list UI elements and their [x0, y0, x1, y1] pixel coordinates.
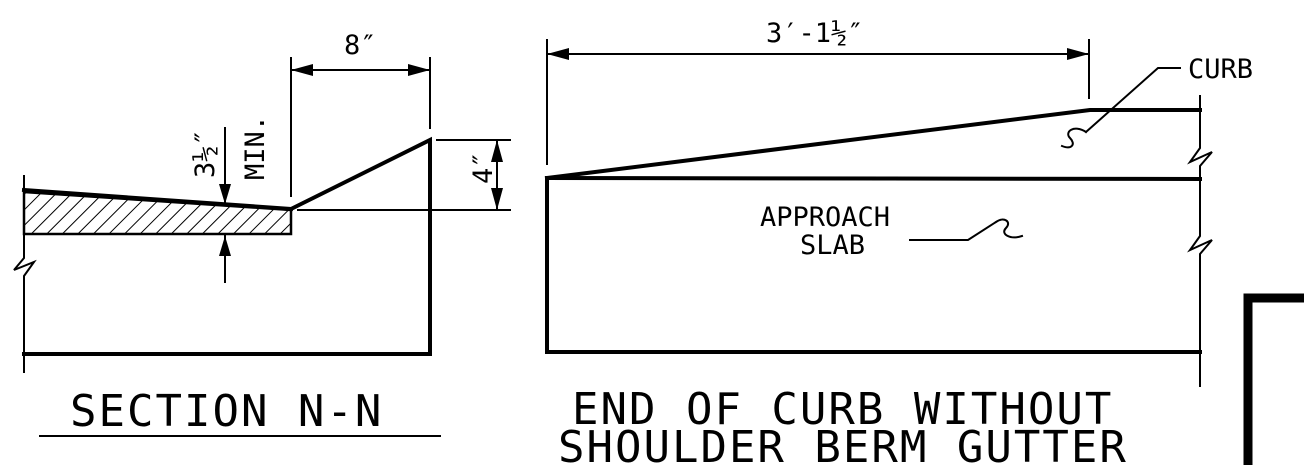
left-break-line [13, 175, 37, 373]
curb-slope-line [288, 136, 432, 356]
section-nn-detail [13, 57, 511, 437]
slab-leader-squiggle [994, 218, 1024, 239]
dim-label-4: 4″ [468, 151, 499, 184]
slab-label-line2: SLAB [800, 230, 865, 261]
curb-end-detail [544, 39, 1213, 387]
curb-end-title-line1: END OF CURB WITHOUT [572, 384, 1113, 435]
arrow-depth-top [219, 184, 231, 204]
partial-frame-border [1243, 293, 1304, 465]
surface-line [21, 187, 294, 212]
curb-label: CURB [1188, 54, 1253, 85]
arrow-depth-bottom [219, 236, 231, 256]
slab-top-line [544, 175, 1203, 182]
dim-label-depth: 3½″ [190, 129, 221, 178]
arrow-length-right [1067, 48, 1089, 60]
curb-top-line [544, 108, 1202, 181]
right-break-line [1187, 95, 1213, 387]
curb-leader-squiggle [1060, 127, 1088, 149]
section-title: SECTION N-N [70, 386, 383, 437]
arrow-4-bottom [491, 188, 503, 210]
curb-leader [1084, 67, 1181, 134]
dim-label-length: 3′-1½″ [766, 18, 864, 49]
curb-end-title-line2: SHOULDER BERM GUTTER [558, 422, 1128, 465]
arrow-8-right [408, 64, 430, 76]
slab-leader [909, 220, 998, 241]
arrow-4-top [491, 140, 503, 162]
arrow-length-left [547, 48, 569, 60]
dim-label-min: MIN. [240, 115, 271, 180]
dim-label-8: 8″ [344, 30, 377, 61]
slab-label-line1: APPROACH [760, 202, 890, 233]
arrow-8-left [291, 64, 313, 76]
